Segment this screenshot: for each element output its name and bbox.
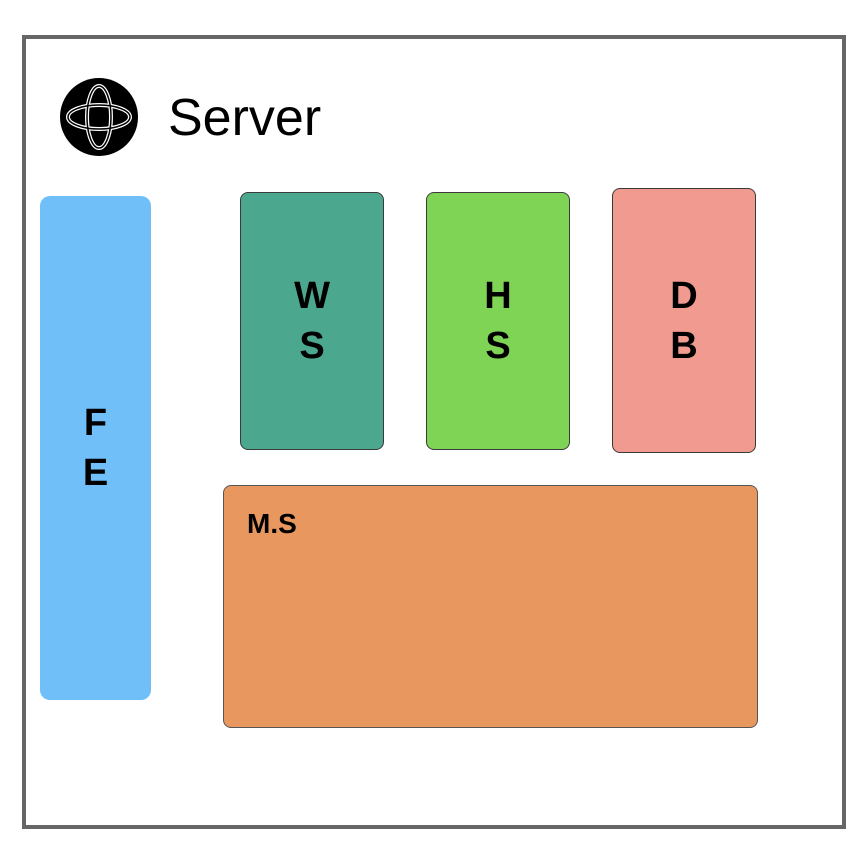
fe-label: F E (82, 402, 109, 494)
hs-block: H S (426, 192, 570, 450)
ms-block: M.S (223, 485, 758, 728)
fe-block: F E (40, 196, 151, 700)
db-label: D B (670, 274, 698, 367)
ws-block: W S (240, 192, 384, 450)
db-block: D B (612, 188, 756, 453)
page-title: Server (168, 89, 322, 147)
hs-label: H S (484, 275, 512, 367)
server-logo-icon (60, 78, 138, 156)
ws-label: W S (294, 275, 330, 367)
ms-label: M.S (247, 508, 297, 539)
